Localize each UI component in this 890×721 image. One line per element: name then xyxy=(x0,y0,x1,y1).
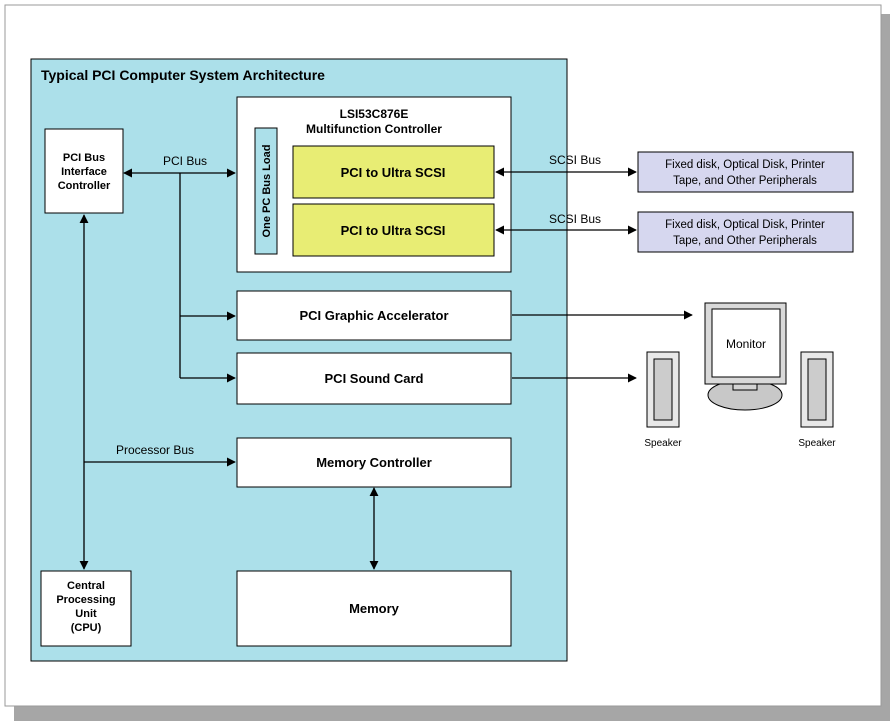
memory-controller xyxy=(236,437,512,488)
bus-load-bar xyxy=(254,127,278,255)
pci-bus-interface-controller xyxy=(44,128,124,214)
cpu-line2: Processing xyxy=(56,594,115,606)
scsi-bus-2-label: SCSI Bus xyxy=(549,212,601,226)
scsi-bus-1-label: SCSI Bus xyxy=(549,153,601,167)
speaker-left-icon xyxy=(646,351,680,428)
sound-card-label: PCI Sound Card xyxy=(325,371,424,386)
graphic-accelerator-label: PCI Graphic Accelerator xyxy=(299,308,448,323)
pci-sound-card xyxy=(236,352,512,405)
peripherals-2-line1: Fixed disk, Optical Disk, Printer xyxy=(665,219,825,231)
pci-graphic-accelerator xyxy=(236,290,512,341)
pci-bridge-line2: Interface xyxy=(61,166,107,178)
bus-load-label: One PC Bus Load xyxy=(261,145,273,238)
pci-bridge-line1: PCI Bus xyxy=(63,152,105,164)
speaker-left-label: Speaker xyxy=(644,438,682,449)
cpu-line4: (CPU) xyxy=(71,622,102,634)
monitor-label: Monitor xyxy=(726,337,766,351)
peripherals-1-line2: Tape, and Other Peripherals xyxy=(673,175,817,187)
pci-bridge-line3: Controller xyxy=(58,180,111,192)
cpu xyxy=(40,570,132,647)
cpu-line3: Unit xyxy=(75,608,97,620)
multifunction-line1: LSI53C876E xyxy=(340,107,409,121)
scsi-channel-2 xyxy=(292,203,495,257)
scsi-channel-2-label: PCI to Ultra SCSI xyxy=(341,223,446,238)
pci-bus-label: PCI Bus xyxy=(163,154,207,168)
monitor-icon xyxy=(704,302,787,411)
memory-controller-label: Memory Controller xyxy=(316,455,432,470)
peripherals-1-line1: Fixed disk, Optical Disk, Printer xyxy=(665,159,825,171)
cpu-line1: Central xyxy=(67,580,105,592)
peripherals-box-1 xyxy=(637,151,854,193)
peripherals-2-line2: Tape, and Other Peripherals xyxy=(673,235,817,247)
processor-bus-label: Processor Bus xyxy=(116,443,194,457)
memory-label: Memory xyxy=(349,601,400,616)
peripherals-box-2 xyxy=(637,211,854,253)
memory xyxy=(236,570,512,647)
multifunction-line2: Multifunction Controller xyxy=(306,122,442,136)
diagram-title: Typical PCI Computer System Architecture xyxy=(41,67,325,83)
speaker-right-label: Speaker xyxy=(798,438,836,449)
scsi-channel-1 xyxy=(292,145,495,199)
scsi-channel-1-label: PCI to Ultra SCSI xyxy=(341,165,446,180)
speaker-right-icon xyxy=(800,351,834,428)
